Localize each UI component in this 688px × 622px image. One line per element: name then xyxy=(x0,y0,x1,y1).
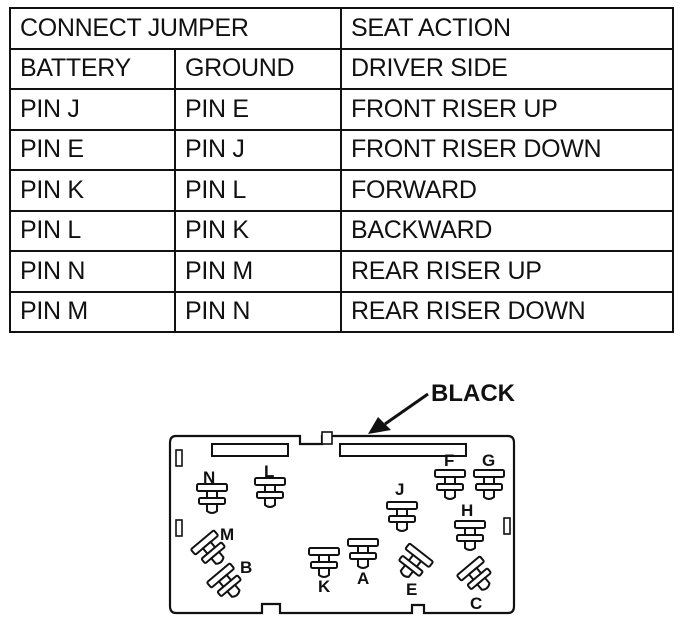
pin-label-b: B xyxy=(240,558,252,577)
action-cell: FORWARD xyxy=(340,169,674,212)
action-cell: REAR RISER DOWN xyxy=(340,290,674,333)
terminal-k: K xyxy=(308,547,340,596)
pin-label-k: K xyxy=(318,577,331,596)
table-header-row: CONNECT JUMPER SEAT ACTION xyxy=(9,7,674,50)
ground-cell: PIN M xyxy=(174,250,342,293)
terminal-b: B xyxy=(205,558,252,606)
driver-side-header: DRIVER SIDE xyxy=(340,47,674,90)
terminal-j: J xyxy=(386,480,418,532)
battery-cell: PIN N xyxy=(9,250,176,293)
terminal-c: C xyxy=(455,555,500,613)
battery-cell: PIN K xyxy=(9,169,176,212)
pin-label-c: C xyxy=(470,594,482,613)
pin-label-f: F xyxy=(444,451,454,470)
pin-label-a: A xyxy=(357,569,369,588)
table-subheader-row: BATTERY GROUND DRIVER SIDE xyxy=(9,47,674,90)
battery-cell: PIN E xyxy=(9,128,176,171)
terminal-g: G xyxy=(473,451,505,500)
pin-label-n: N xyxy=(203,468,215,487)
terminal-m: M xyxy=(189,525,234,573)
terminal-h: H xyxy=(454,501,486,551)
terminal-l: L xyxy=(254,462,286,508)
table-row: PIN J PIN E FRONT RISER UP xyxy=(9,88,674,131)
action-cell: FRONT RISER UP xyxy=(340,88,674,131)
connect-jumper-header: CONNECT JUMPER xyxy=(9,7,342,50)
ground-cell: PIN N xyxy=(174,290,342,333)
battery-cell: PIN M xyxy=(9,290,176,333)
ground-cell: PIN L xyxy=(174,169,342,212)
table-row: PIN L PIN K BACKWARD xyxy=(9,209,674,252)
jumper-table: CONNECT JUMPER SEAT ACTION BATTERY GROUN… xyxy=(9,7,674,333)
pin-label-m: M xyxy=(220,525,234,544)
battery-cell: PIN L xyxy=(9,209,176,252)
ground-cell: PIN K xyxy=(174,209,342,252)
terminal-n: N xyxy=(196,468,228,514)
black-callout: BLACK xyxy=(368,380,516,434)
black-label: BLACK xyxy=(431,380,516,407)
battery-column-header: BATTERY xyxy=(9,47,176,90)
terminal-f: F xyxy=(434,451,466,500)
pin-label-g: G xyxy=(482,451,495,470)
pin-label-l: L xyxy=(264,462,274,481)
table-row: PIN K PIN L FORWARD xyxy=(9,169,674,212)
terminal-a: A xyxy=(347,538,379,588)
pin-label-e: E xyxy=(406,580,417,599)
terminal-e: E xyxy=(390,542,435,599)
pin-label-j: J xyxy=(395,480,404,499)
table-row: PIN E PIN J FRONT RISER DOWN xyxy=(9,128,674,171)
seat-action-header: SEAT ACTION xyxy=(340,7,674,50)
ground-cell: PIN J xyxy=(174,128,342,171)
pin-label-h: H xyxy=(461,501,473,520)
action-cell: FRONT RISER DOWN xyxy=(340,128,674,171)
table-row: PIN N PIN M REAR RISER UP xyxy=(9,250,674,293)
table-row: PIN M PIN N REAR RISER DOWN xyxy=(9,290,674,333)
ground-column-header: GROUND xyxy=(174,47,342,90)
action-cell: BACKWARD xyxy=(340,209,674,252)
ground-cell: PIN E xyxy=(174,88,342,131)
battery-cell: PIN J xyxy=(9,88,176,131)
action-cell: REAR RISER UP xyxy=(340,250,674,293)
